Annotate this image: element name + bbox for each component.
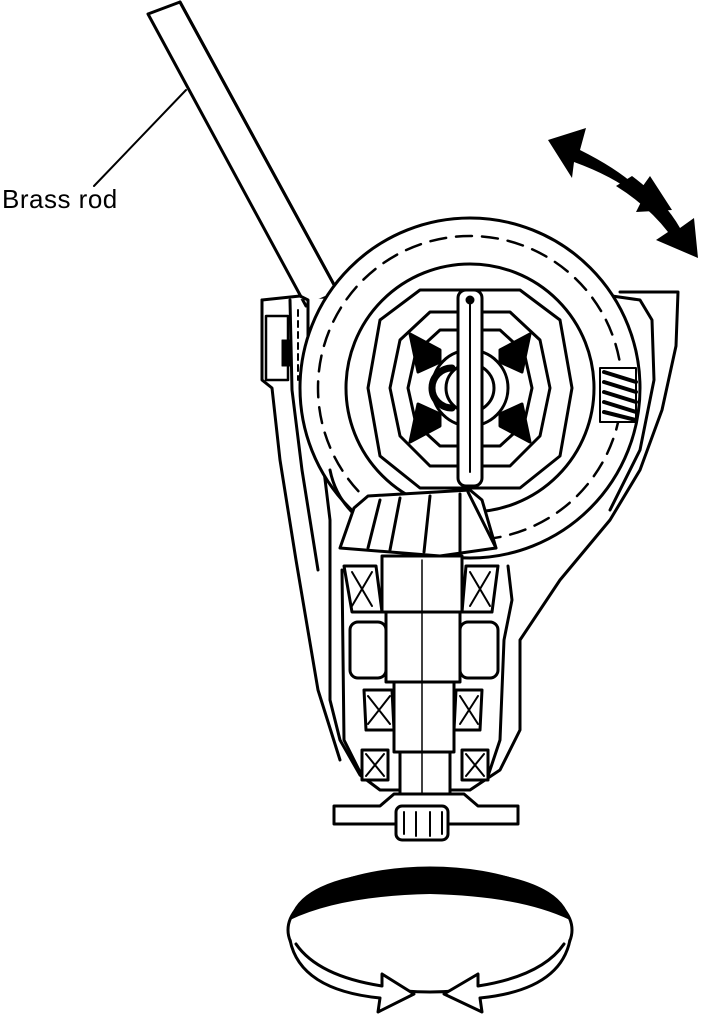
label-leader-line: [93, 89, 187, 187]
companion-flange: [332, 792, 520, 842]
drive-pinion-gear: [338, 488, 498, 558]
ring-bolts: [599, 367, 638, 423]
bearings: [340, 564, 514, 782]
brass-rod: [146, 0, 340, 308]
brass-rod-label: Brass rod: [2, 184, 118, 214]
differential-case: [366, 288, 574, 490]
circular-rotation-arrow-icon: [286, 866, 574, 1014]
rotation-arrow-icon: [548, 128, 698, 258]
